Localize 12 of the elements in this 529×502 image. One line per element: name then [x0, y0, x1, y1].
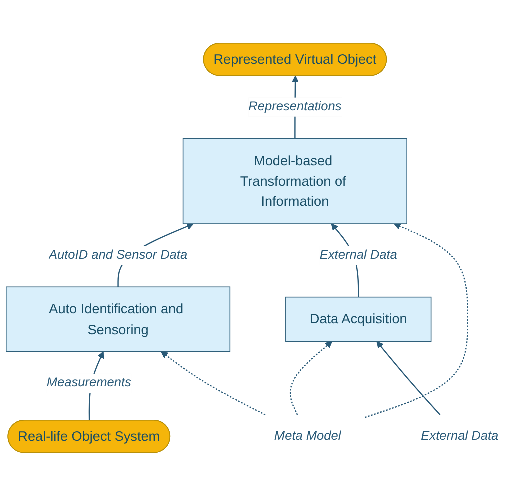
- arrow: [365, 224, 468, 418]
- edge-label: Measurements: [46, 376, 132, 390]
- arrow: [161, 352, 266, 416]
- node-text: Meta Model: [274, 430, 342, 444]
- edge-label: Representations: [248, 100, 342, 114]
- node-box: [182, 138, 408, 225]
- edge-label: External Data: [320, 248, 398, 262]
- node-text: External Data: [421, 430, 499, 444]
- arrow: [376, 342, 441, 416]
- node-box: [6, 286, 231, 352]
- arrow: [290, 342, 333, 416]
- node-box: [286, 297, 432, 342]
